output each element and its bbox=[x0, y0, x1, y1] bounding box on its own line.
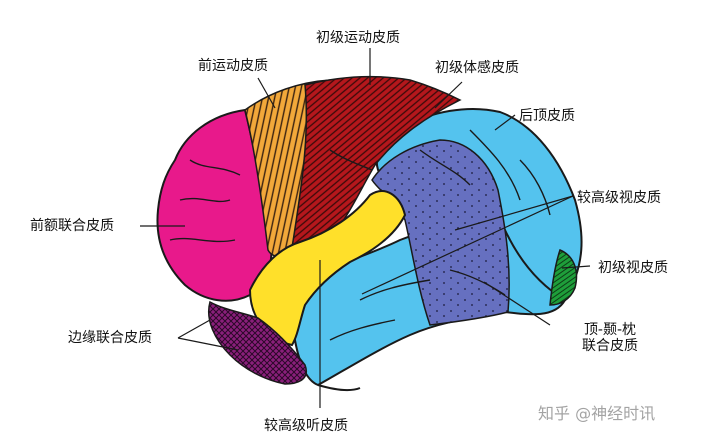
label-premotor: 前运动皮质 bbox=[198, 58, 268, 74]
label-primary-somatosensory: 初级体感皮质 bbox=[435, 60, 519, 76]
label-primary-motor: 初级运动皮质 bbox=[316, 30, 400, 46]
leader-lines bbox=[140, 48, 591, 408]
label-parieto-temporo-occipital: 顶-颞-枕 联合皮质 bbox=[570, 322, 650, 354]
label-pto-line2: 联合皮质 bbox=[582, 338, 638, 354]
label-pto-line1: 顶-颞-枕 bbox=[583, 322, 637, 338]
label-limbic-association: 边缘联合皮质 bbox=[68, 330, 152, 346]
watermark: 知乎 @神经时讯 bbox=[538, 404, 656, 423]
label-primary-visual: 初级视皮质 bbox=[598, 260, 668, 276]
higher-auditory-region bbox=[248, 190, 407, 347]
label-higher-visual: 较高级视皮质 bbox=[577, 190, 661, 206]
limbic-region bbox=[208, 300, 307, 385]
brainstem-hint bbox=[317, 384, 361, 392]
label-posterior-parietal: 后顶皮质 bbox=[519, 108, 575, 124]
label-higher-auditory: 较高级听皮质 bbox=[264, 418, 348, 434]
primary-visual-region bbox=[549, 248, 578, 306]
primary-motor-region bbox=[291, 75, 462, 250]
label-prefrontal-association: 前额联合皮质 bbox=[30, 218, 114, 234]
